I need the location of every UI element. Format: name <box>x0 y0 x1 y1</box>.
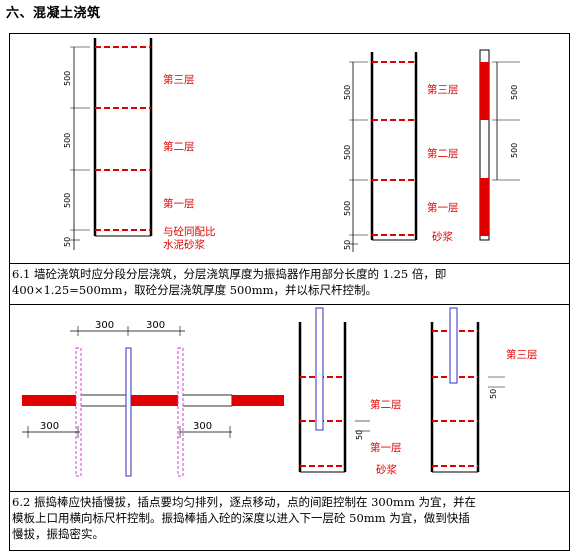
mid-vibrator-rod <box>315 307 324 431</box>
fig1-right-layer-2-label: 第二层 <box>427 147 459 160</box>
divider-middle <box>9 304 570 305</box>
vibrator-rod-3 <box>177 347 184 477</box>
fig1-right-diagram: 500 500 500 50 第三层 第二层 第一层 砂浆 500 500 <box>343 49 520 252</box>
fig1-left-mortar-note-1: 与砼同配比 <box>163 225 216 238</box>
fig1-right-dim-3: 500 <box>343 201 352 216</box>
fig1-left-dim-4: 50 <box>63 237 72 247</box>
caption-6-1-line-2: 400×1.25=500mm，取砼分层浇筑厚度 500mm，并以标尺杆控制。 <box>12 283 377 297</box>
divider-top <box>9 263 570 264</box>
spacing-bottom-1: 300 <box>40 421 59 432</box>
fig1-right-dim-4: 50 <box>343 240 352 250</box>
vibrator-rod-2 <box>125 347 132 477</box>
vibrator-rod-1 <box>75 347 82 477</box>
fig2-right-layer-3-label: 第三层 <box>506 348 538 361</box>
slab-segment-3 <box>232 395 284 406</box>
caption-6-2-line-1: 6.2 振捣棒应快插慢拔，插点要均匀排列，逐点移动，点的间距控制在 300mm … <box>12 495 477 509</box>
fig2-mid-layer-2-label: 第二层 <box>370 398 402 411</box>
caption-6-1: 6.1 墙砼浇筑时应分段分层浇筑，分层浇筑厚度为振捣器作用部分长度的 1.25 … <box>12 266 568 298</box>
section-title: 六、混凝土浇筑 <box>6 6 101 21</box>
fig2-left-diagram: 300 300 300 300 <box>22 320 284 477</box>
fig1-right-layer-3-label: 第三层 <box>427 83 459 96</box>
fig2-mid-layer-1-label: 第一层 <box>370 441 402 454</box>
fig1-left-diagram: 500 500 500 50 第三层 第二层 第一层 与砼同配比 水泥砂浆 <box>63 38 216 251</box>
caption-6-1-line-1: 6.1 墙砼浇筑时应分段分层浇筑，分层浇筑厚度为振捣器作用部分长度的 1.25 … <box>12 267 447 281</box>
rod-dim-1: 500 <box>510 85 519 100</box>
slab-segment-2 <box>130 395 180 406</box>
fig1-right-dim-1: 500 <box>343 85 352 100</box>
fig1-left-dim-3: 500 <box>63 193 72 208</box>
fig2-right-dim: 50 <box>489 389 498 399</box>
fig1-left-dim-2: 500 <box>63 133 72 148</box>
caption-6-2-line-3: 慢拔，振捣密实。 <box>12 527 104 541</box>
fig1-left-layer-3-label: 第三层 <box>163 73 195 86</box>
rod-dim-2: 500 <box>510 143 519 158</box>
fig2-mid-diagram: 第二层 第一层 砂浆 50 <box>298 307 402 476</box>
fig2-mid-dim: 50 <box>355 430 364 440</box>
fig1-left-dim-1: 500 <box>63 71 72 86</box>
divider-bottom <box>9 491 570 492</box>
caption-6-2-line-2: 模板上口用横向标尺杆控制。振捣棒插入砼的深度以进入下一层砼 50mm 为宜，做到… <box>12 511 470 525</box>
fig1-left-layer-1-label: 第一层 <box>163 197 195 210</box>
fig2-mid-mortar-label: 砂浆 <box>376 463 397 476</box>
fig1-right-dim-2: 500 <box>343 145 352 160</box>
graduated-rod: 500 500 <box>479 49 520 241</box>
fig1-left-mortar-note-2: 水泥砂浆 <box>163 238 205 251</box>
fig1-right-mortar-label: 砂浆 <box>432 230 453 243</box>
spacing-top-1: 300 <box>95 320 114 331</box>
fig1-left-layer-2-label: 第二层 <box>163 140 195 153</box>
spacing-top-2: 300 <box>146 320 165 331</box>
fig1-right-layer-1-label: 第一层 <box>427 201 459 214</box>
content-frame <box>9 33 570 551</box>
right-vibrator-rod <box>449 307 458 384</box>
spacing-bottom-2: 300 <box>193 421 212 432</box>
slab-segment-1 <box>22 395 78 406</box>
caption-6-2: 6.2 振捣棒应快插慢拔，插点要均匀排列，逐点移动，点的间距控制在 300mm … <box>12 494 568 542</box>
fig2-right-diagram: 第三层 50 <box>430 307 538 473</box>
